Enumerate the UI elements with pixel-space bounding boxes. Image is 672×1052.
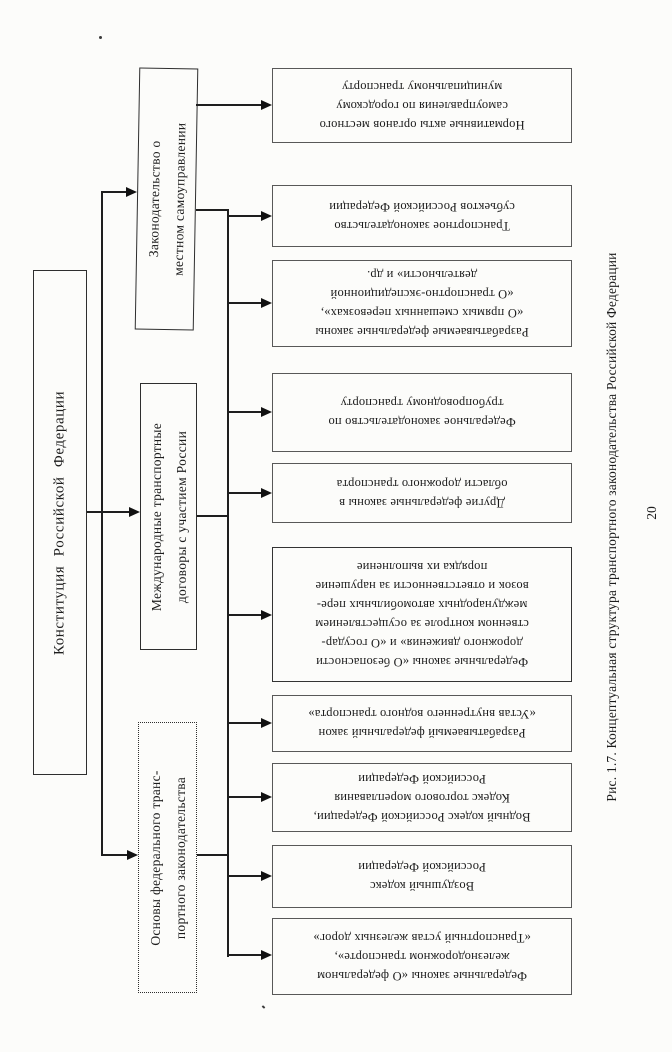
arrowhead-leaf3	[261, 298, 272, 308]
leaf-box-pipeline-legislation: Федеральное законодательство по трубопро…	[272, 373, 572, 452]
arrowhead-leaf1	[261, 100, 272, 110]
arrowhead-leaf5	[261, 488, 272, 498]
connector-branch3-trunk	[197, 854, 229, 856]
arrowhead-leaf9	[261, 871, 272, 881]
connector-arrow-line-leaf4	[227, 411, 262, 413]
leaf-label-draft-federal-laws: Разрабатываемые федеральные законы «О пр…	[315, 268, 529, 340]
leaf-box-rail-laws: Федеральные законы «О федеральном железн…	[272, 918, 572, 995]
leaf-box-water-codes: Водный кодекс Российской Федерации, Коде…	[272, 763, 572, 832]
arrowhead-branch3	[127, 850, 138, 860]
leaf-box-air-code: Воздушный кодекс Российской Федерации	[272, 845, 572, 908]
leaf-box-municipal-acts: Нормативные акты органов местного самоуп…	[272, 68, 572, 143]
branch-box-international-treaties: Международные транспортные договоры с уч…	[140, 383, 197, 650]
connector-root-stub	[87, 511, 102, 513]
connector-trunk-left	[101, 191, 103, 856]
connector-arrow-line-leaf3	[227, 302, 262, 304]
constitution-label: Конституция Российской Федерации	[51, 390, 68, 655]
connector-arrow-line-branch2	[101, 511, 130, 513]
constitution-box: Конституция Российской Федерации	[33, 270, 87, 775]
connector-branch1-trunk	[196, 209, 229, 211]
connector-arrow-line-branch1	[101, 191, 127, 193]
branch-label-local-government: Законодательство о местном самоуправлени…	[145, 122, 188, 276]
connector-arrow-line-leaf6	[227, 614, 262, 616]
branch-label-international-treaties: Международные транспортные договоры с уч…	[148, 422, 189, 611]
leaf-label-rail-laws: Федеральные законы «О федеральном железн…	[313, 931, 531, 983]
connector-arrow-line-leaf7	[227, 722, 262, 724]
scan-speck	[99, 36, 102, 39]
connector-trunk-right	[227, 209, 229, 957]
leaf-box-road-laws: Другие федеральные законы в области доро…	[272, 463, 572, 523]
connector-arrow-line-leaf10	[227, 954, 262, 956]
arrowhead-leaf4	[261, 407, 272, 417]
leaf-box-regional-legislation: Транспортное законодательство субъектов …	[272, 185, 572, 247]
arrowhead-leaf8	[261, 792, 272, 802]
leaf-label-air-code: Воздушный кодекс Российской Федерации	[358, 860, 486, 894]
leaf-box-road-safety-laws: Федеральные законы «О безопасности дорож…	[272, 547, 572, 682]
leaf-label-water-codes: Водный кодекс Российской Федерации, Коде…	[313, 772, 531, 824]
arrowhead-branch2	[129, 507, 140, 517]
arrowhead-leaf7	[261, 718, 272, 728]
branch-box-federal-transport-basics: Основы федерального транс- портного зако…	[138, 722, 197, 993]
leaf-label-draft-inland-water-code: Разрабатываемый федеральный закон «Устав…	[308, 707, 536, 741]
arrowhead-leaf6	[261, 610, 272, 620]
connector-arrow-line-leaf2	[227, 215, 262, 217]
branch-box-local-government: Законодательство о местном самоуправлени…	[134, 67, 199, 331]
leaf-label-municipal-acts: Нормативные акты органов местного самоуп…	[319, 80, 525, 132]
leaf-label-road-laws: Другие федеральные законы в области доро…	[336, 477, 508, 510]
connector-branch2-trunk	[197, 515, 229, 517]
connector-arrow-line-branch3	[101, 854, 128, 856]
connector-arrow-line-leaf9	[227, 875, 262, 877]
branch-label-federal-transport-basics: Основы федерального транс- портного зако…	[147, 769, 188, 946]
scan-speck	[261, 1005, 266, 1009]
connector-arrow-line-leaf8	[227, 796, 262, 798]
arrowhead-branch1	[126, 187, 137, 197]
leaf-label-road-safety-laws: Федеральные законы «О безопасности дорож…	[315, 560, 529, 670]
connector-arrow-line-leaf5	[227, 492, 262, 494]
leaf-label-pipeline-legislation: Федеральное законодательство по трубопро…	[328, 396, 516, 430]
leaf-label-regional-legislation: Транспортное законодательство субъектов …	[329, 200, 515, 233]
figure-caption: Рис. 1.7. Концептуальная структура транс…	[604, 252, 619, 802]
page-number: 20	[644, 506, 659, 520]
arrowhead-leaf10	[261, 950, 272, 960]
connector-branch1-leaf1	[196, 104, 262, 106]
leaf-box-draft-federal-laws: Разрабатываемые федеральные законы «О пр…	[272, 260, 572, 347]
leaf-box-draft-inland-water-code: Разрабатываемый федеральный закон «Устав…	[272, 695, 572, 752]
arrowhead-leaf2	[261, 211, 272, 221]
